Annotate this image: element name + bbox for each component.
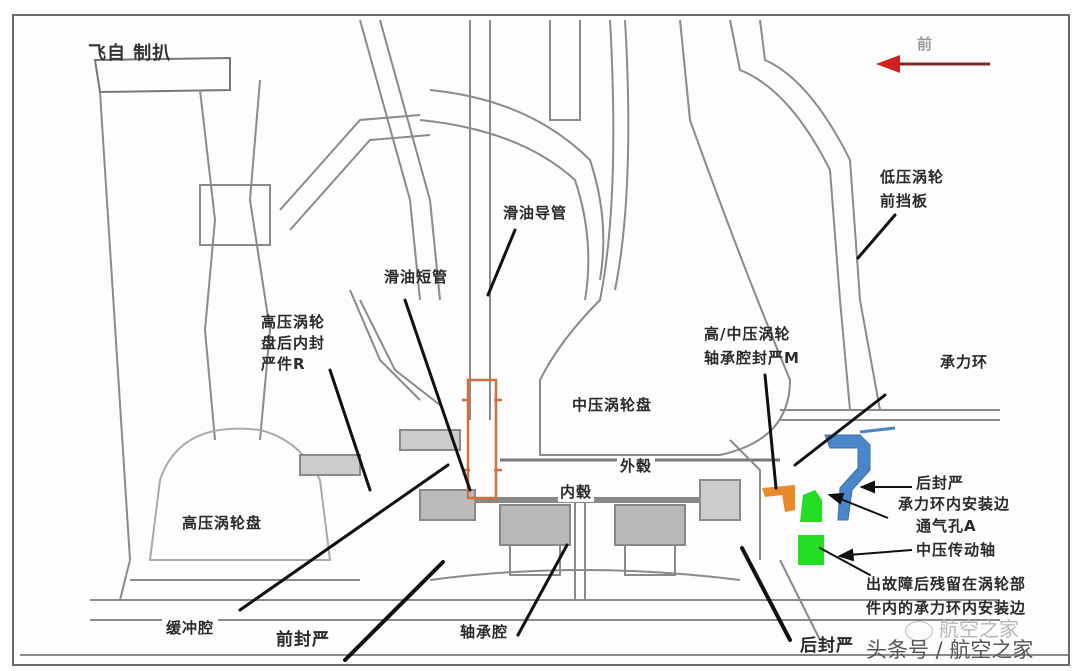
oil-short-tube-highlight: [462, 378, 502, 500]
leader-lines: [238, 213, 897, 662]
top-left-fragment-text: 飞自 制扒: [88, 43, 172, 64]
front-direction-label: 前: [917, 35, 934, 53]
seal-m-highlight: [762, 485, 795, 512]
wechat-watermark: 航空之家: [905, 613, 1019, 642]
label-load-ring: 承力环: [940, 353, 989, 371]
label-buffer-cavity: 缓冲腔: [162, 618, 219, 638]
label-ip-drive-shaft: 中压传动轴: [916, 541, 997, 559]
label-rear-seal-right: 后封严: [916, 474, 965, 492]
label-vent-hole-a: 通气孔A: [916, 517, 977, 535]
label-hp-turbine-disc: 高压涡轮盘: [182, 514, 263, 532]
front-arrow-icon: [876, 55, 900, 73]
label-hp-disc-rear-seal-r: 高压涡轮 盘后内封 严件R: [261, 313, 326, 373]
toutiao-watermark: 头条号 / 航空之家: [866, 638, 1034, 662]
label-oil-short-tube: 滑油短管: [384, 268, 449, 286]
label-bearing-cavity: 轴承腔: [456, 622, 513, 642]
label-ip-turbine-disc: 中压涡轮盘: [572, 396, 653, 414]
label-front-seal: 前封严: [276, 630, 330, 650]
label-oil-guide-tube: 滑油导管: [503, 204, 568, 222]
arrow-leaders: [827, 480, 913, 562]
label-load-ring-inner-flange: 承力环内安装边: [898, 495, 1011, 513]
label-outer-hub: 外毂: [617, 456, 656, 476]
label-rear-seal-bottom: 后封严: [800, 636, 854, 656]
label-hp-ip-bearing-seal-m: 高/中压涡轮 轴承腔封严M: [704, 325, 800, 367]
rear-seal-highlight: [824, 434, 871, 521]
wechat-icon: [905, 620, 933, 641]
vent-hole-highlight: [800, 490, 822, 522]
label-inner-hub: 内毂: [558, 482, 595, 502]
label-failure-note: 出故障后残留在涡轮部 件内的承力环内安装边: [866, 575, 1027, 617]
label-lp-turbine-front-baffle: 低压涡轮 前挡板: [880, 168, 945, 210]
